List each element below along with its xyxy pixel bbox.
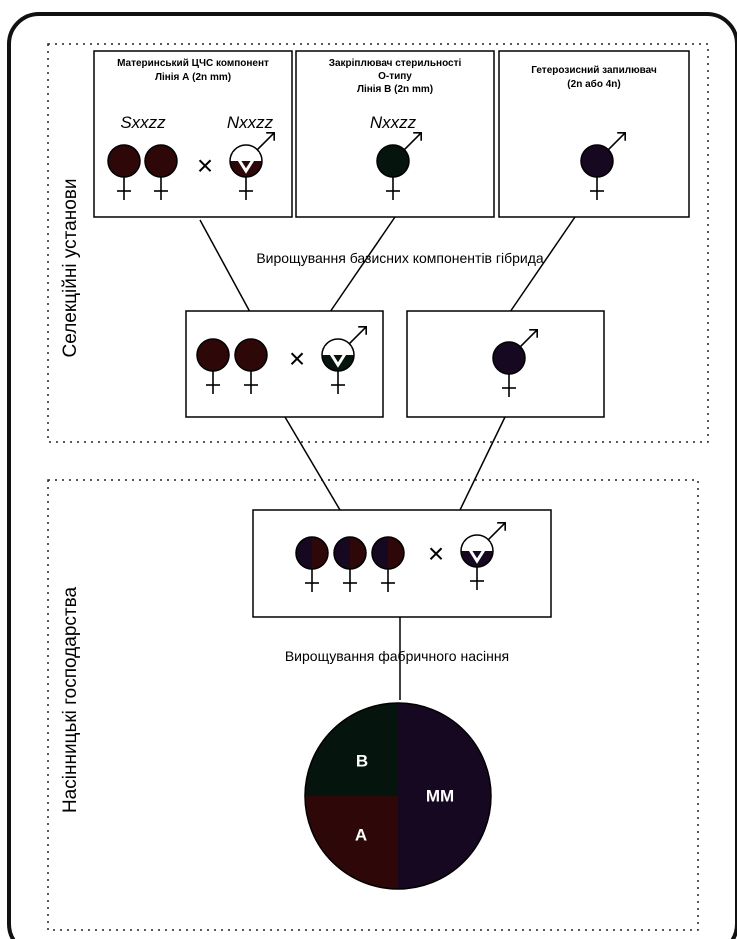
outer-frame (7, 12, 737, 939)
box-maternal-line-a (93, 50, 293, 218)
plant-mid-maintainer-male (321, 325, 368, 394)
plant-sterile-female-2 (144, 144, 178, 200)
section-seed-farms-frame (47, 479, 699, 931)
section-breeding-frame (47, 43, 709, 443)
plant-mid-female-1 (196, 338, 230, 394)
plant-mid-pollinator-male (492, 328, 539, 397)
pie-slice-a (305, 796, 398, 889)
caption-basic-components: Вирощування базисних компонентів гібрида (256, 250, 544, 266)
genotype-sterile-label: Sxxzz (120, 113, 166, 132)
maintainer-title-line-2: О-типу (378, 71, 412, 82)
plant-hybrid-female-2 (333, 536, 367, 592)
box-maintainer-line-b (295, 50, 495, 218)
plant-pollinator-male (580, 132, 627, 200)
plant-fertile-maintainer-male (229, 132, 276, 200)
plant-sterile-female-1 (107, 144, 141, 200)
genotype-fertile-label: Nxxzz (227, 113, 274, 132)
plant-symbols (107, 132, 627, 592)
maternal-title-line-1: Материнський ЦЧС компонент (117, 58, 269, 69)
pie-slice-mm (398, 703, 491, 889)
pollinator-title-line-1: Гетерозисний запилювач (531, 65, 657, 76)
cross-symbol-top: × (197, 150, 213, 181)
plant-mid-female-2 (234, 338, 268, 394)
pollinator-title-line-2: (2n або 4n) (567, 78, 620, 90)
plant-hybrid-female-1 (295, 536, 329, 592)
side-label-breeding: Селекційні установи (60, 179, 81, 358)
pie-outline (304, 702, 492, 890)
plant-maintainer-b-male (376, 132, 423, 200)
connector-lines (199, 216, 576, 700)
pie-label-a: A (355, 825, 367, 844)
box-heterotic-pollinator (498, 50, 690, 218)
side-label-seed-farms: Насінницькі господарства (60, 587, 81, 814)
genotype-maintainer-label: Nxxzz (370, 113, 417, 132)
pie-label-mm: MM (426, 786, 454, 805)
caption-factory-seeds: Вирощування фабричного насіння (285, 648, 509, 664)
box-hybrid-cross (252, 509, 552, 618)
cross-symbol-bottom: × (428, 538, 444, 569)
maternal-title-line-2: Лінія А (2n mm) (155, 72, 231, 83)
pie-label-b: B (356, 751, 368, 770)
cross-symbol-middle: × (289, 343, 305, 374)
plant-hybrid-pollinator-male (460, 521, 507, 590)
seed-composition-pie: MM B A (304, 702, 492, 890)
plant-hybrid-female-3 (371, 536, 405, 592)
pie-slice-b (305, 703, 398, 796)
maintainer-title-line-3: Лінія В (2n mm) (357, 84, 433, 95)
maintainer-title-line-1: Закріплювач стерильності (329, 58, 462, 69)
